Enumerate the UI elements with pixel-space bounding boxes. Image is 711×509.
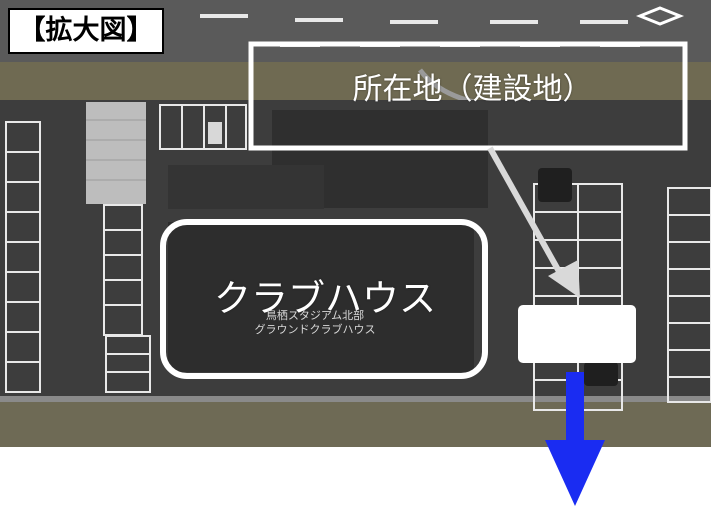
left-parking-stalls [5, 121, 41, 393]
site-marker [518, 305, 636, 363]
location-label: 所在地（建設地） [352, 72, 593, 107]
shed-roof [86, 102, 146, 204]
title-label: 【拡大図】 [8, 8, 164, 54]
pointer-arrow-head [548, 260, 580, 298]
field-edge [0, 400, 711, 447]
bike-rack [105, 335, 151, 393]
shed-roof-lines [86, 119, 146, 181]
top-parking-stalls [159, 104, 247, 150]
far-right-parking-stalls [667, 187, 711, 403]
parked-car [584, 362, 618, 386]
location-outline [248, 41, 688, 151]
parked-car [538, 168, 572, 202]
building-annex [168, 165, 324, 209]
pointer-arrow-line [487, 146, 569, 286]
fence-line [0, 396, 711, 402]
clubhouse-roof [168, 222, 474, 372]
clubhouse-outline [160, 219, 488, 379]
map-caption-line1: 鳥栖スタジアム北部 [265, 309, 365, 322]
direction-arrow-down [545, 372, 605, 506]
car [208, 122, 222, 144]
grass-strip [0, 62, 711, 100]
clubhouse-label: クラブハウス [214, 277, 436, 320]
road-diamond-marking [635, 6, 685, 26]
map-caption-line2: グラウンドクラブハウス [254, 323, 376, 336]
aerial-map [0, 0, 711, 447]
